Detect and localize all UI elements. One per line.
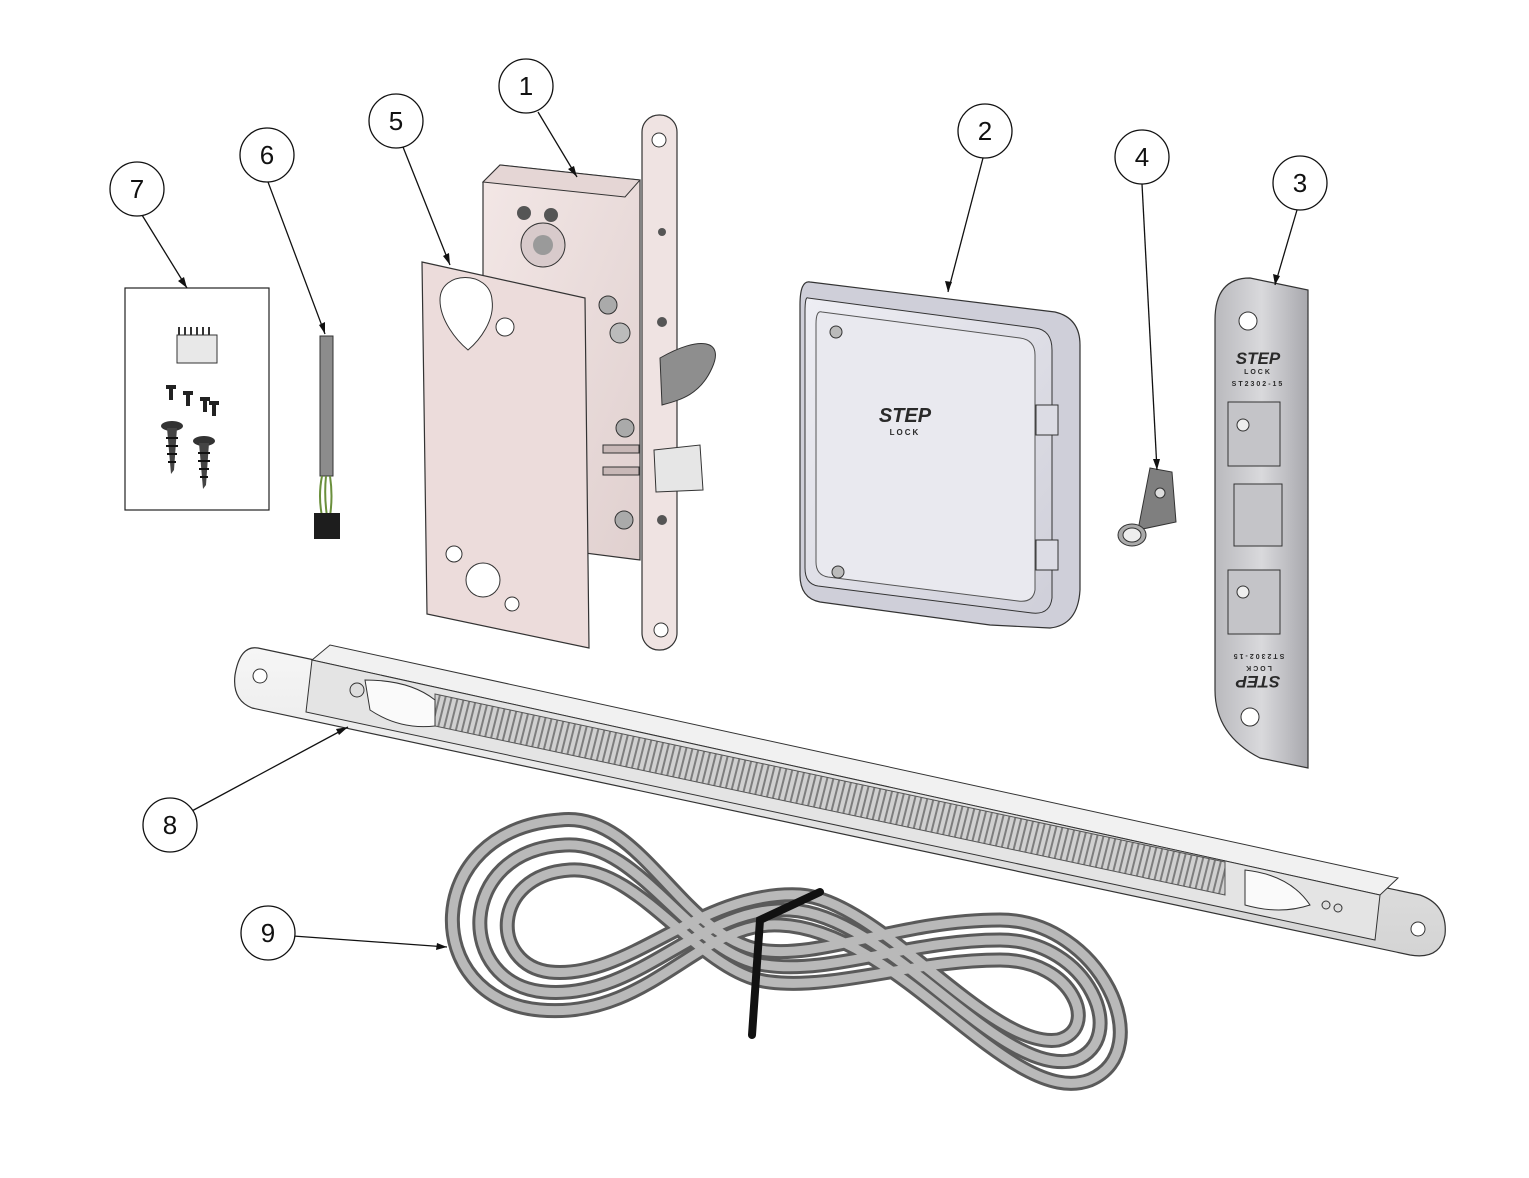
callout-1: 1	[498, 58, 554, 114]
connector-cable	[314, 335, 340, 539]
callout-label: 4	[1135, 142, 1149, 172]
callout-7: 7	[109, 161, 165, 217]
strike-model-number-inverted: ST2302-15	[1232, 652, 1285, 659]
strike-logo-sub: LOCK	[1244, 369, 1272, 376]
strike-logo-sub-inverted: LOCK	[1244, 664, 1272, 671]
callout-5: 5	[368, 93, 424, 149]
callout-label: 5	[389, 106, 403, 136]
control-unit: STEP LOCK	[799, 281, 1081, 629]
strike-plate: STEP LOCK ST2302-15 STEP LOCK ST2302-15	[1214, 277, 1309, 769]
callout-9: 9	[240, 905, 296, 961]
unit-logo-main: STEP	[879, 405, 932, 427]
cable-coil	[444, 812, 1128, 1091]
callout-label: 8	[163, 810, 177, 840]
callout-2: 2	[957, 103, 1013, 159]
callout-8: 8	[142, 797, 198, 853]
callout-3: 3	[1272, 155, 1328, 211]
callout-label: 3	[1293, 168, 1307, 198]
connector-block-icon	[176, 327, 218, 364]
unit-logo-sub: LOCK	[890, 428, 921, 437]
leader-arrowheads	[178, 166, 1280, 950]
callout-label: 7	[130, 174, 144, 204]
callout-4: 4	[1114, 129, 1170, 185]
callout-label: 9	[261, 918, 275, 948]
strike-logo-main: STEP	[1236, 349, 1281, 368]
magnet	[1117, 467, 1177, 547]
strike-model-number: ST2302-15	[1232, 381, 1285, 388]
callout-label: 2	[978, 116, 992, 146]
callout-label: 6	[260, 140, 274, 170]
wood-screws-icon	[161, 421, 215, 489]
small-screws-icon	[166, 385, 219, 416]
cover-plate	[421, 261, 590, 649]
leader-lines	[141, 111, 1298, 948]
callout-label: 1	[519, 71, 533, 101]
strike-logo-main-inverted: STEP	[1235, 672, 1280, 691]
callout-6: 6	[239, 127, 295, 183]
fastener-kit	[124, 287, 270, 511]
cable-transfer	[234, 644, 1446, 957]
